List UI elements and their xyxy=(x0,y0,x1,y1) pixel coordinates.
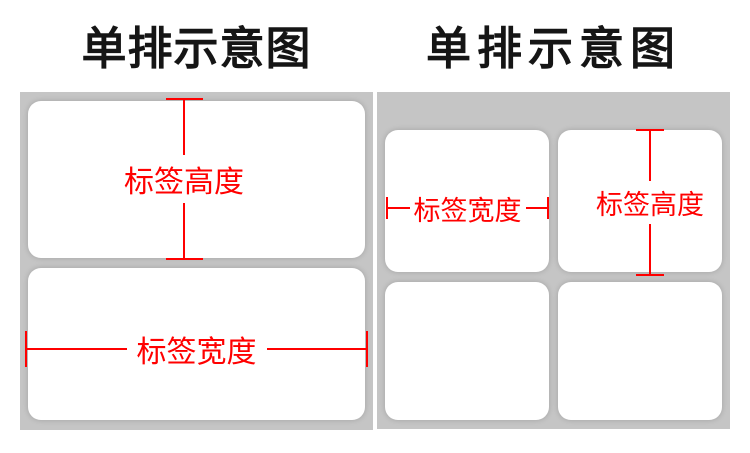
left-sticker-bottom xyxy=(28,268,365,420)
right-width-dimension-line: 标签宽度 xyxy=(386,195,549,227)
left-panel-title: 单排示意图 xyxy=(81,22,312,75)
dimension-line-segment xyxy=(183,100,185,155)
dimension-cap-top xyxy=(165,98,203,100)
dimension-line-segment xyxy=(388,207,410,209)
dimension-line-segment xyxy=(649,224,651,274)
dimension-cap-bottom xyxy=(165,258,203,260)
dimension-cap-left xyxy=(386,197,388,219)
dimension-cap-top xyxy=(636,129,664,131)
dimension-line-segment xyxy=(183,203,185,258)
right-backing-sheet xyxy=(377,92,730,429)
right-width-dimension-label: 标签宽度 xyxy=(413,195,522,227)
right-height-dimension-line: 标签高度 xyxy=(593,129,707,276)
dimension-line-segment xyxy=(27,348,127,350)
right-panel-title: 单排示意图 xyxy=(425,22,681,75)
right-height-dimension-label: 标签高度 xyxy=(596,190,704,221)
dimension-cap-left xyxy=(25,331,27,367)
left-sticker-top xyxy=(28,101,365,258)
dimension-cap-right xyxy=(366,331,368,367)
dimension-line-segment xyxy=(649,131,651,181)
right-sticker-row2-col2 xyxy=(558,282,722,420)
left-height-dimension-label: 标签高度 xyxy=(124,165,244,200)
left-width-dimension-line: 标签宽度 xyxy=(25,331,368,370)
right-sticker-row2-col1 xyxy=(385,282,549,420)
right-sticker-row1-col1 xyxy=(385,130,549,272)
dimension-cap-bottom xyxy=(636,274,664,276)
dimension-cap-right xyxy=(547,197,549,219)
left-height-dimension-line: 标签高度 xyxy=(119,98,249,260)
left-backing-sheet xyxy=(20,92,373,430)
dimension-line-segment xyxy=(525,207,547,209)
dimension-line-segment xyxy=(266,348,366,350)
right-sticker-row1-col2 xyxy=(558,130,722,272)
left-width-dimension-label: 标签宽度 xyxy=(136,335,257,370)
